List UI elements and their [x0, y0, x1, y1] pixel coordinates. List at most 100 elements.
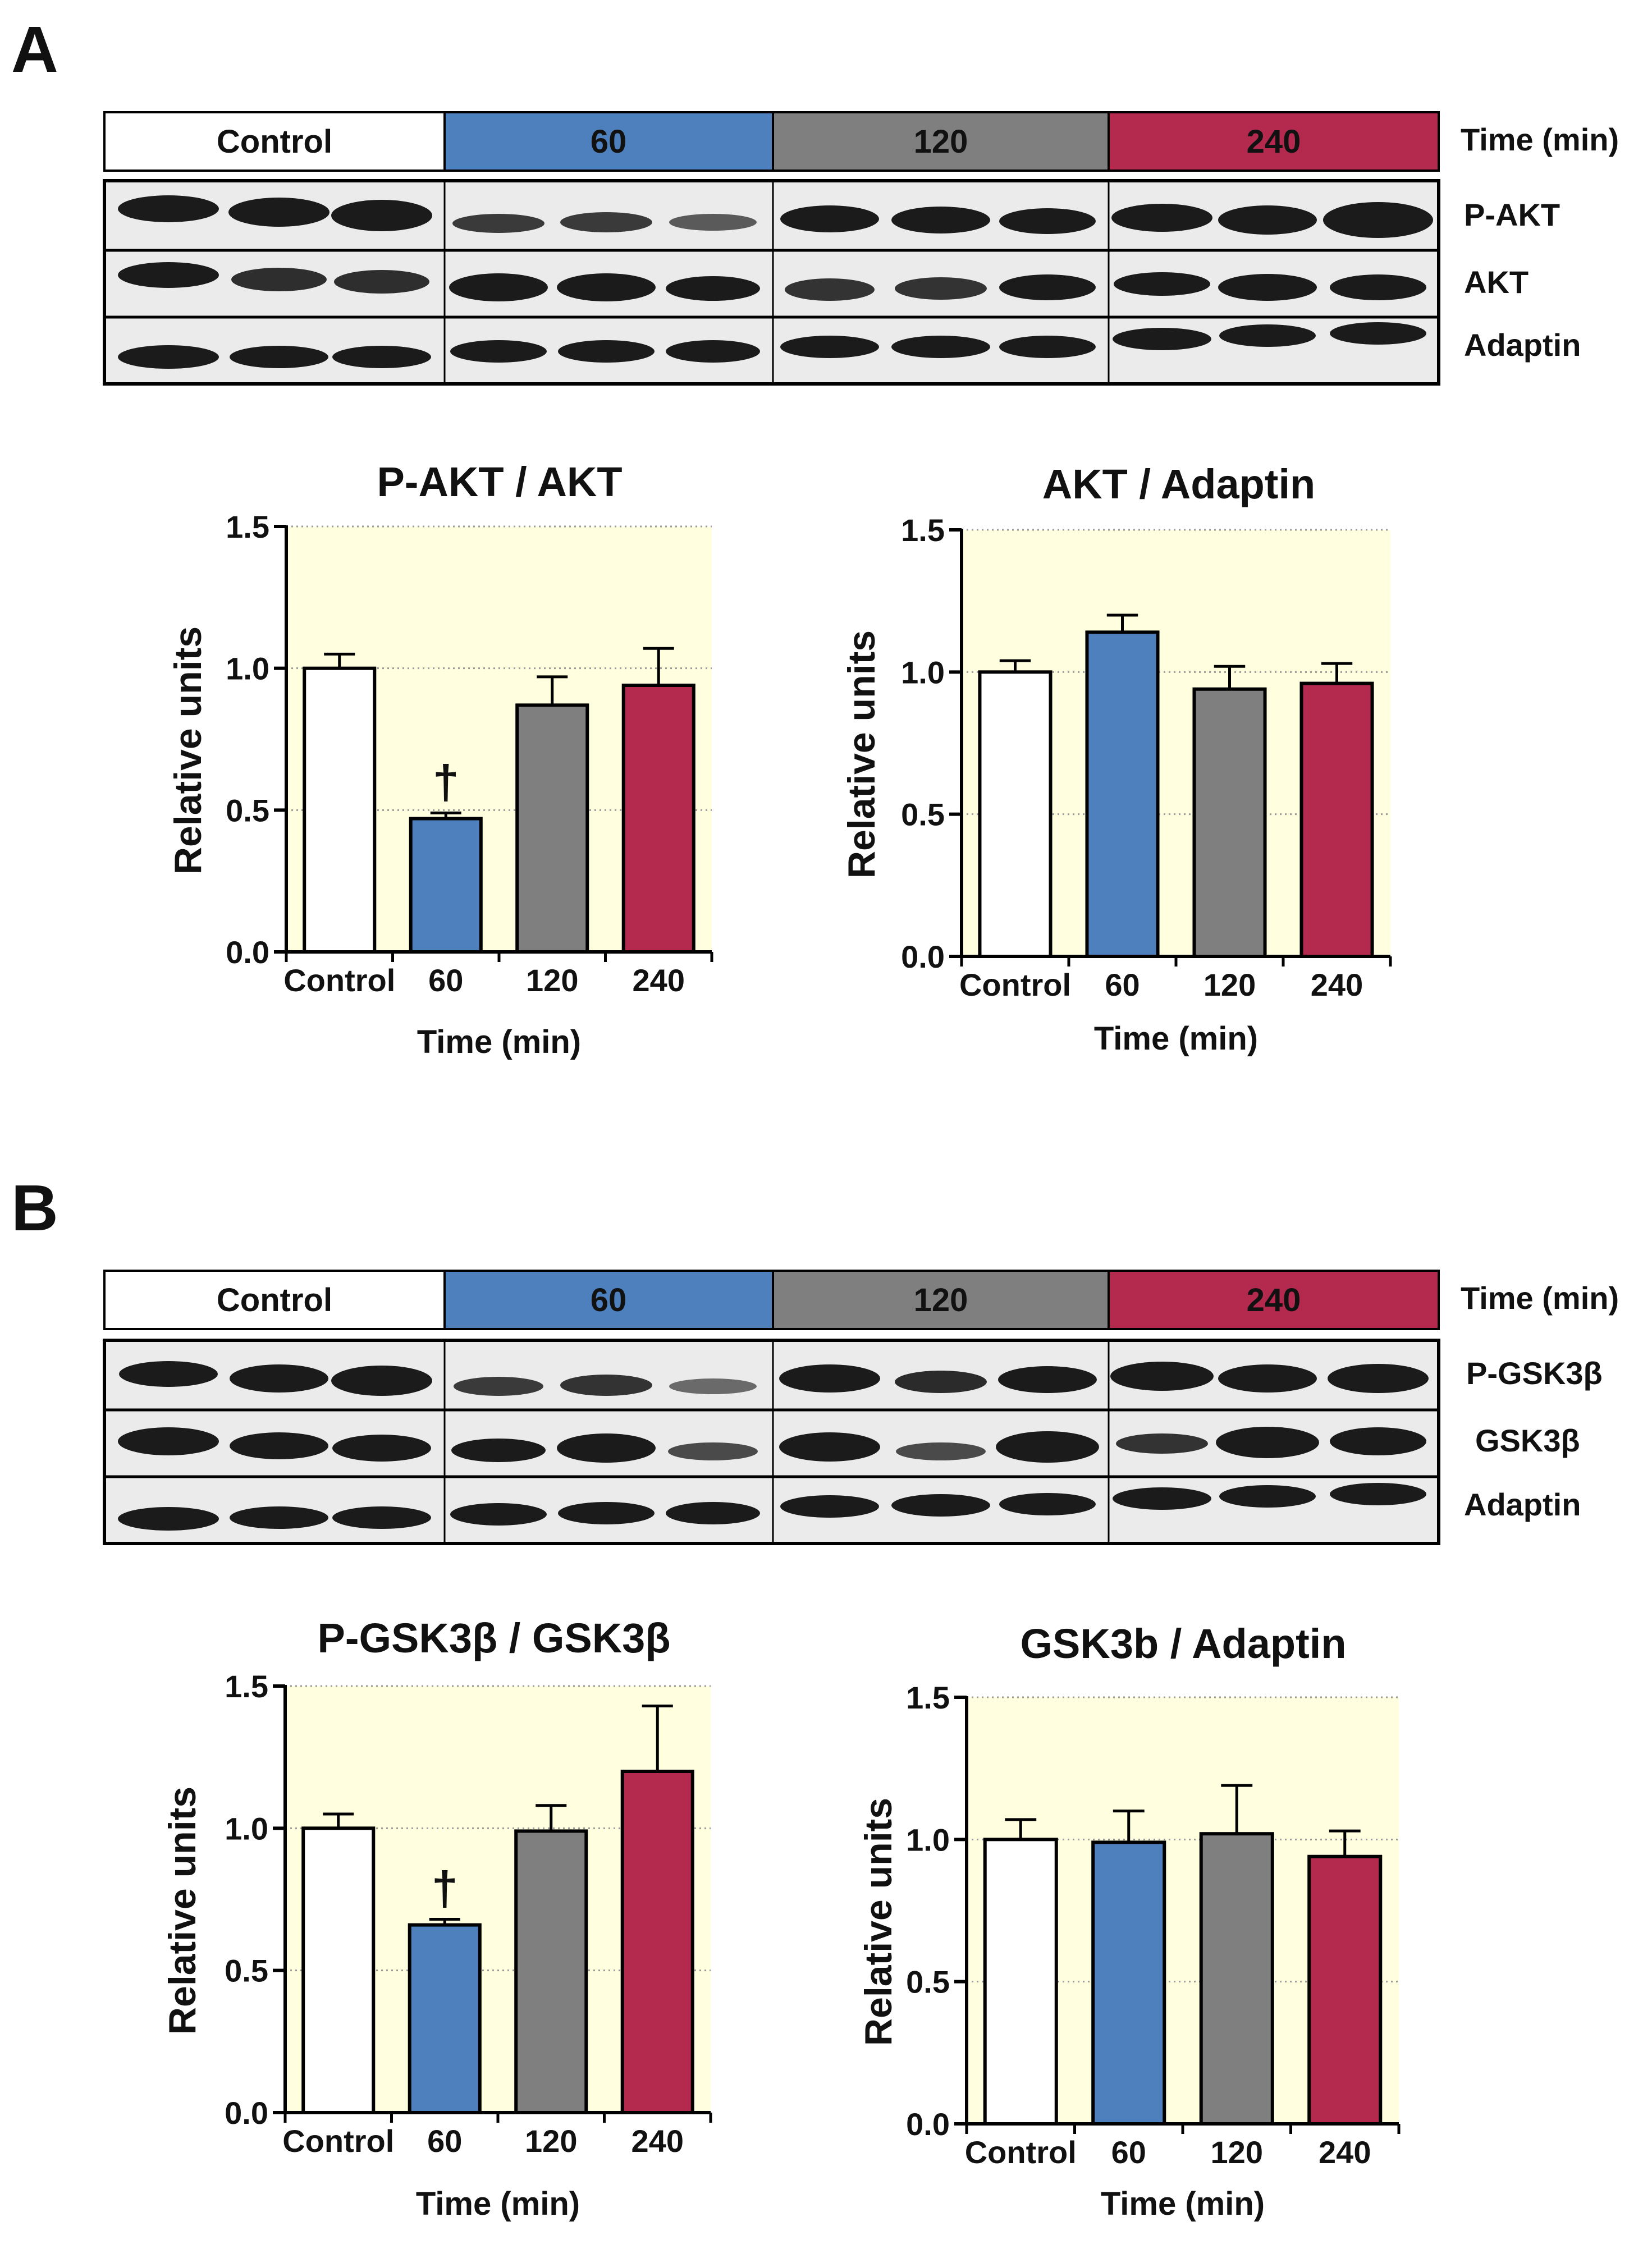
bar-60	[1085, 630, 1160, 958]
blot-band	[118, 262, 219, 288]
blot-band	[1328, 1364, 1429, 1393]
blot-band	[1111, 204, 1212, 232]
blot-band	[1218, 274, 1317, 301]
y-axis-title: Relative units	[161, 1787, 204, 2035]
blot-band	[895, 1371, 987, 1393]
y-tick-label: 1.0	[901, 654, 945, 690]
blot-band	[230, 1432, 328, 1459]
bands-p-akt	[118, 195, 1433, 238]
bar-control	[983, 1838, 1058, 2126]
blot-band	[558, 340, 655, 363]
blot-band	[895, 277, 987, 300]
group-label-control-b: Control	[217, 1282, 332, 1318]
blot-band	[118, 345, 219, 369]
panel-a: A Control 60 120 240 Time (min)	[11, 13, 1619, 386]
bands-adaptin-b	[118, 1483, 1426, 1531]
blot-band	[1114, 272, 1210, 296]
blot-band	[331, 1366, 432, 1396]
y-axis-title: Relative units	[840, 630, 883, 878]
blot-band	[669, 1378, 757, 1394]
blot-band	[780, 336, 879, 358]
blot-band	[450, 1503, 547, 1526]
x-tick-label: 240	[1311, 967, 1363, 1002]
significance-dagger: †	[432, 1862, 458, 1914]
bands-akt	[118, 262, 1426, 301]
x-tick-label: Control	[965, 2135, 1077, 2170]
x-tick-label: Control	[959, 967, 1071, 1002]
group-box-120-b	[772, 1270, 1110, 1330]
group-label-60-b: 60	[591, 1282, 627, 1318]
time-label-b: Time (min)	[1461, 1280, 1619, 1316]
chart-title: P-GSK3β / GSK3β	[317, 1615, 670, 1661]
y-tick-label: 1.5	[901, 512, 945, 548]
blot-band	[118, 1427, 219, 1455]
x-tick-label: Control	[283, 963, 395, 998]
y-tick-label: 0.5	[901, 797, 945, 832]
blot-b: P-GSK3β GSK3β Adaptin	[103, 1339, 1603, 1545]
blot-band	[118, 195, 219, 222]
chart-title: AKT / Adaptin	[1042, 461, 1315, 507]
bar-60	[1091, 1840, 1166, 2126]
blot-band	[668, 1442, 758, 1460]
group-label-60-a: 60	[591, 123, 627, 160]
bar-240	[620, 1770, 694, 2114]
bands-p-gsk3b	[119, 1361, 1429, 1396]
group-box-control-a	[103, 111, 446, 172]
chart-title: P-AKT / AKT	[377, 459, 622, 505]
blot-band	[557, 1433, 656, 1463]
group-label-120-a: 120	[914, 123, 968, 160]
bar-120	[1192, 687, 1267, 958]
blot-a: P-AKT AKT Adaptin	[103, 179, 1581, 386]
blot-band	[228, 198, 330, 227]
group-label-control-a: Control	[217, 123, 332, 160]
blot-band	[666, 276, 760, 301]
y-tick-label: 0.5	[225, 1953, 268, 1989]
y-tick-label: 1.5	[226, 509, 269, 544]
blot-band	[332, 346, 431, 368]
blot-band	[332, 1435, 431, 1462]
blot-band	[454, 1377, 543, 1396]
y-tick-label: 1.0	[225, 1811, 268, 1846]
bar-240	[1307, 1854, 1383, 2126]
blot-band	[558, 1502, 655, 1524]
bands-adaptin-a	[118, 322, 1426, 369]
blot-band	[119, 1361, 218, 1387]
blot-band	[1113, 328, 1211, 350]
blot-band	[230, 346, 328, 368]
group-header-b: Control 60 120 240 Time (min)	[103, 1270, 1619, 1330]
group-box-240-b	[1108, 1270, 1440, 1330]
bar-240	[1299, 681, 1374, 958]
blot-band	[779, 1432, 880, 1462]
blot-band	[780, 205, 879, 232]
blot-band	[891, 336, 990, 358]
blot-band	[118, 1507, 219, 1531]
blot-band	[1116, 1433, 1208, 1454]
blot-band	[1110, 1362, 1214, 1391]
blot-band	[666, 340, 760, 363]
group-header-a: Control 60 120 240 Time (min)	[103, 111, 1619, 172]
x-axis-title: Time (min)	[1094, 1020, 1258, 1057]
y-tick-label: 0.0	[906, 2106, 950, 2142]
blot-band	[560, 1375, 652, 1396]
blot-band	[560, 212, 652, 232]
bar-control	[301, 1826, 376, 2114]
blot-band	[999, 336, 1096, 358]
blot-label-adaptin-a: Adaptin	[1464, 327, 1581, 363]
group-box-240-a	[1108, 111, 1440, 172]
x-tick-label: 240	[631, 2123, 684, 2159]
blot-band	[1330, 274, 1426, 300]
blot-band	[780, 1495, 879, 1518]
blot-band	[1113, 1487, 1211, 1510]
blot-band	[891, 1494, 990, 1517]
bar-240	[621, 683, 695, 954]
y-tick-label: 1.0	[226, 651, 269, 686]
time-label-a: Time (min)	[1461, 122, 1619, 157]
x-axis-title: Time (min)	[1101, 2186, 1265, 2222]
x-tick-label: 120	[1211, 2135, 1263, 2170]
group-label-240-b: 240	[1247, 1282, 1301, 1318]
blot-band	[666, 1502, 760, 1524]
blot-band	[230, 1364, 328, 1393]
x-tick-label: 240	[633, 963, 685, 998]
